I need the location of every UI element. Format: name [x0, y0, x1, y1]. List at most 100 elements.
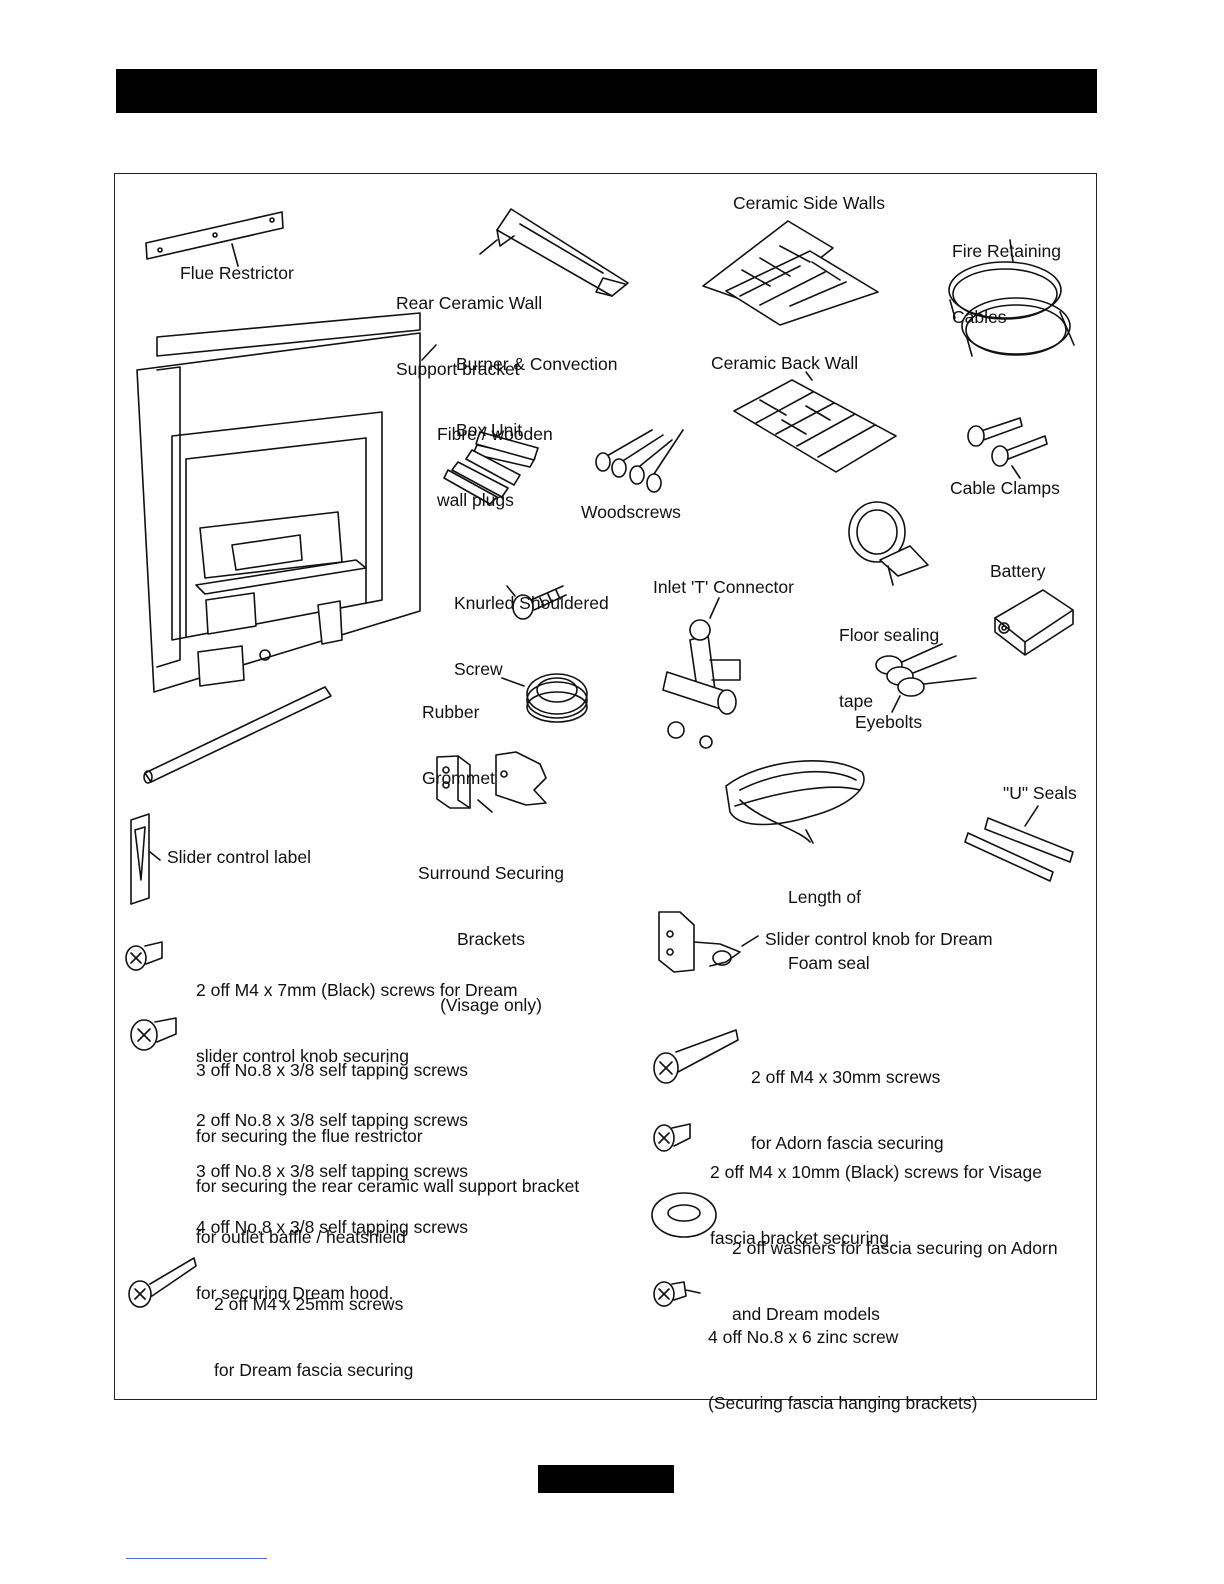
screw-note-m4x7: 2 off M4 x 7mm (Black) screws for Dream …	[196, 935, 518, 1089]
label-line: Grommet	[422, 768, 495, 788]
flue-restrictor-drawing	[145, 211, 284, 267]
label-line: Floor sealing	[839, 625, 940, 645]
label-slider-knob: Slider control knob for Dream	[765, 929, 993, 949]
label-line: Knurled Shouldered	[454, 593, 609, 613]
label-line: tape	[839, 691, 874, 711]
screw-note-zinc: 4 off No.8 x 6 zinc screw (Securing fasc…	[708, 1282, 977, 1436]
label-line: Surround Securing	[418, 863, 564, 883]
washer-drawing	[651, 1192, 717, 1238]
label-line: Fire Retaining	[952, 241, 1061, 261]
label-line: Fibre / wooden	[437, 424, 553, 444]
note-line: slider control knob securing	[196, 1046, 410, 1066]
note-line: 2 off washers for fascia securing on Ado…	[732, 1238, 1058, 1258]
note-line: 4 off No.8 x 3/8 self tapping screws	[196, 1217, 469, 1237]
screw-m4x25-drawing	[128, 1257, 197, 1308]
label-rear-wall-bracket: Rear Ceramic Wall Support bracket	[396, 248, 542, 402]
cable-clamps-drawing	[967, 417, 1048, 479]
label-ceramic-side-walls: Ceramic Side Walls	[733, 193, 886, 213]
knurled-screw-drawing	[506, 585, 567, 620]
slider-knob-drawing	[658, 911, 759, 973]
woodscrews-drawing	[595, 429, 684, 493]
label-line: Support bracket	[396, 359, 520, 379]
screw-note-baffle: 3 off No.8 x 3/8 self tapping screws for…	[196, 1116, 468, 1270]
screw-m4x10-drawing	[653, 1123, 691, 1152]
eyebolts-drawing	[875, 643, 977, 713]
label-flue-restrictor: Flue Restrictor	[180, 263, 294, 283]
note-line: for securing Dream hood.	[196, 1283, 394, 1303]
note-line: for securing the rear ceramic wall suppo…	[196, 1176, 580, 1196]
note-line: 4 off No.8 x 6 zinc screw	[708, 1327, 899, 1347]
label-u-seals: "U" Seals	[1003, 783, 1077, 803]
screw-note-m4x10: 2 off M4 x 10mm (Black) screws for Visag…	[710, 1117, 1042, 1271]
wall-plugs-drawing	[443, 431, 539, 505]
note-line: fascia bracket securing	[710, 1228, 889, 1248]
screw-no8x6-drawing	[653, 1281, 701, 1307]
battery-drawing	[994, 589, 1074, 656]
label-inlet-t: Inlet 'T' Connector	[653, 577, 794, 597]
label-line: Foam seal	[788, 953, 870, 973]
label-ceramic-back-wall: Ceramic Back Wall	[711, 353, 859, 373]
ceramic-side-walls-drawing	[702, 220, 879, 326]
rear-wall-bracket-drawing	[479, 208, 629, 297]
note-line: 2 off M4 x 30mm screws	[751, 1067, 941, 1087]
note-line: for securing the flue restrictor	[196, 1126, 423, 1146]
screw-note-m4x30: 2 off M4 x 30mm screws for Adorn fascia …	[751, 1022, 944, 1176]
label-line: Screw	[454, 659, 503, 679]
label-knurled-screw: Knurled Shouldered Screw	[454, 548, 609, 702]
label-line: Box Unit	[456, 420, 523, 440]
parts-diagram-frame	[114, 173, 1097, 1400]
slider-label-drawing	[130, 813, 161, 905]
screw-note-m4x25: 2 off M4 x 25mm screws for Dream fascia …	[214, 1249, 413, 1403]
label-slider-control: Slider control label	[167, 847, 311, 867]
note-line: 3 off No.8 x 3/8 self tapping screws	[196, 1060, 469, 1080]
label-fire-retaining-cables: Fire Retaining Cables	[952, 196, 1061, 350]
label-line: Cables	[952, 307, 1007, 327]
ceramic-back-wall-drawing	[733, 371, 897, 473]
note-line: for Dream fascia securing	[214, 1360, 414, 1380]
note-line: for outlet baffle / heatshield	[196, 1227, 406, 1247]
note-line: for Adorn fascia securing	[751, 1133, 944, 1153]
label-line: Length of	[788, 887, 861, 907]
rubber-grommet-drawing	[501, 673, 588, 723]
screw-note-rear-wall: 2 off No.8 x 3/8 self tapping screws for…	[196, 1065, 579, 1219]
note-line: 2 off No.8 x 3/8 self tapping screws	[196, 1110, 469, 1130]
footer-bar	[538, 1465, 674, 1493]
label-wall-plugs: Fibre / wooden wall plugs	[437, 379, 553, 533]
screw-note-washers: 2 off washers for fascia securing on Ado…	[732, 1193, 1058, 1347]
note-line: 2 off M4 x 10mm (Black) screws for Visag…	[710, 1162, 1042, 1182]
note-line: 2 off M4 x 7mm (Black) screws for Dream	[196, 980, 518, 1000]
label-eyebolts: Eyebolts	[855, 712, 923, 732]
screw-note-hood: 4 off No.8 x 3/8 self tapping screws for…	[196, 1172, 468, 1326]
screw-m4x7-drawing	[125, 941, 163, 971]
note-line: and Dream models	[732, 1304, 880, 1324]
label-line: (Visage only)	[440, 995, 542, 1015]
label-surround-brackets: Surround Securing Brackets (Visage only)	[412, 818, 570, 1038]
label-line: Rear Ceramic Wall	[396, 293, 543, 313]
screw-m4x30-drawing	[653, 1029, 739, 1084]
label-line: wall plugs	[437, 490, 514, 510]
burner-box-drawing	[136, 312, 437, 693]
label-line: Burner & Convection	[456, 354, 618, 374]
screw-no8-drawing	[130, 1017, 177, 1051]
label-cable-clamps: Cable Clamps	[950, 478, 1060, 498]
screw-note-flue: 3 off No.8 x 3/8 self tapping screws for…	[196, 1015, 468, 1169]
u-seals-drawing	[964, 805, 1074, 882]
note-line: 3 off No.8 x 3/8 self tapping screws	[196, 1161, 469, 1181]
header-bar	[116, 69, 1097, 113]
label-line: Rubber	[422, 702, 480, 722]
note-line: (Securing fascia hanging brackets)	[708, 1393, 978, 1413]
label-burner-box: Burner & Convection Box Unit	[456, 309, 617, 463]
inlet-t-connector-drawing	[662, 597, 741, 749]
label-line: Brackets	[456, 929, 526, 949]
label-rubber-grommet: Rubber Grommet	[422, 657, 495, 811]
label-woodscrews: Woodscrews	[581, 502, 681, 522]
note-line: 2 off M4 x 25mm screws	[214, 1294, 404, 1314]
label-battery: Battery	[990, 561, 1046, 581]
floor-tape-drawing	[848, 501, 929, 586]
pipe-drawing	[143, 686, 332, 784]
footer-rule	[126, 1558, 267, 1559]
label-foam-seal: Length of Foam seal	[788, 842, 870, 996]
surround-brackets-drawing	[436, 751, 547, 813]
label-floor-tape: Floor sealing tape	[839, 580, 939, 734]
foam-seal-drawing	[725, 759, 865, 844]
